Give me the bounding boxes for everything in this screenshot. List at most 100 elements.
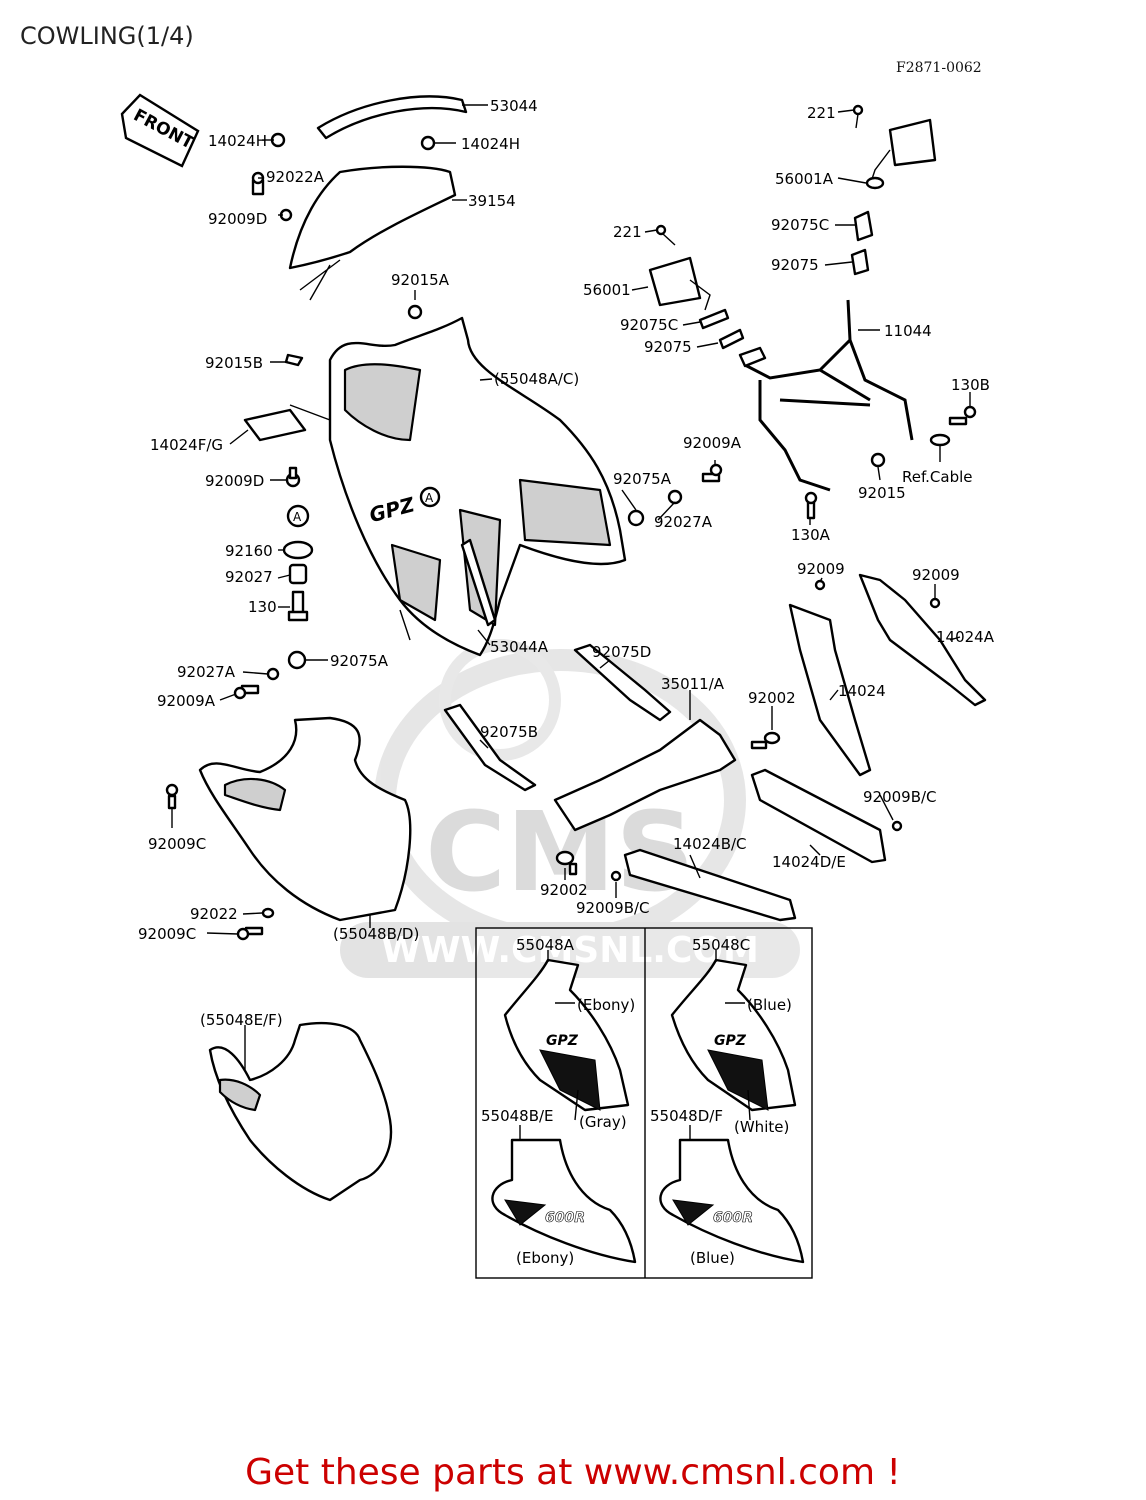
bracket-35011a [553,718,737,832]
screw-92009c-bottom [236,926,264,941]
variant-upper-left-logo: GPZ [546,1033,579,1049]
part-labels: 53044 14024H 14024H 92022A 92009D 39154 … [138,97,995,1267]
marker-a-stack: A [286,504,310,528]
screw-92009c-left [165,783,179,810]
footer-promo-link[interactable]: Get these parts at www.cmsnl.com ! [245,1452,901,1493]
washer-92022 [261,907,275,919]
variant-lower-left-logo: 600R [545,1210,585,1226]
variant-upper-right-stripe [707,1049,769,1111]
upper-cowling-inner-panel [458,508,502,627]
marker-a-stack-label: A [293,510,302,524]
watermark-url-bar [340,922,800,978]
label-221-top: 221 [807,104,836,122]
label-92027a-right: 92027A [654,513,713,531]
label-92002-right: 92002 [748,689,796,707]
variant-upper-right [670,958,797,1112]
label-56001: 56001 [583,281,631,299]
figure-id: F2871-0062 [896,60,982,76]
label-53044a: 53044A [490,638,549,656]
label-variant-upper-right-color: (Blue) [747,996,792,1014]
bracket-plate-14024fg [243,408,307,442]
damper-92075c-mid [698,308,730,330]
page-title: COWLING(1/4) [20,22,194,50]
label-variant-lower-left-part: 55048B/E [481,1107,554,1125]
label-14024: 14024 [838,682,886,700]
label-39154: 39154 [468,192,516,210]
label-92009a-left: 92009A [157,692,216,710]
label-92009c-bottom: 92009C [138,925,196,943]
label-53044: 53044 [490,97,538,115]
upper-cowling-duct [518,478,612,547]
collar-92027 [288,563,308,585]
label-92075a-right: 92075A [613,470,672,488]
windshield [288,165,457,270]
damper-92075d [573,643,672,722]
windshield-trim [316,95,468,140]
variant-upper-right-logo: GPZ [714,1033,747,1049]
trim-53044a [460,538,497,627]
leader-lines [171,104,971,1140]
label-92009c-left: 92009C [148,835,206,853]
label-92015b: 92015B [205,354,263,372]
clip-92015b [284,353,304,367]
stay-11044 [738,299,914,492]
marker-a-cowl [419,486,441,508]
variant-lower-right-logo: 600R [713,1210,753,1226]
label-92075-right: 92075 [771,256,819,274]
label-14024h-left: 14024H [208,132,267,150]
mirror-56001a [865,118,937,190]
damper-92075-right [850,248,870,276]
label-35011a: 35011/A [661,675,725,693]
label-variant-upper-left-part: 55048A [516,936,575,954]
collar-92027a-right [667,489,683,505]
lower-cowling-alt-recess [218,1078,262,1112]
ref-cable-guide [929,433,951,447]
label-92027a-left: 92027A [177,663,236,681]
label-92160: 92160 [225,542,273,560]
label-92009bc-bottom: 92009B/C [576,899,650,917]
marker-a-cowl-label: A [425,491,434,505]
variant-lower-left [491,1138,637,1264]
label-92015: 92015 [858,484,906,502]
grommet-14024h-right [420,135,436,151]
nut-92015 [870,452,886,468]
strip-14024de [750,768,887,864]
label-14024h-right: 14024H [461,135,520,153]
variant-lower-right-stripe [672,1199,715,1226]
screw-92002-right [750,731,781,750]
label-130a: 130A [791,526,831,544]
screw-92002-bottom [555,850,578,876]
watermark-face [439,639,561,761]
lower-cowling [198,716,412,922]
label-variant-upper-right-color2: (White) [734,1118,789,1136]
label-92075b: 92075B [480,723,538,741]
label-variant-upper-left-color: (Ebony) [577,996,635,1014]
screw-92009bc-right [891,820,903,832]
collar-92027a-left [266,667,280,681]
label-92009-left: 92009 [797,560,845,578]
label-92009d-top: 92009D [208,210,267,228]
label-92022: 92022 [190,905,238,923]
variant-upper-left [503,958,630,1112]
label-55048bd: (55048B/D) [333,925,419,943]
label-14024de: 14024D/E [772,853,846,871]
damper-92075c-right [853,210,874,242]
bolt-130 [287,590,309,622]
screw-92009a-right [701,463,723,483]
bolt-130a [804,491,818,520]
lower-cowling-alt [208,1021,393,1202]
label-92022a: 92022A [266,168,325,186]
label-ref-cable: Ref.Cable [902,468,973,486]
label-variant-upper-left-color2: (Gray) [579,1113,627,1131]
label-92009a-right: 92009A [683,434,742,452]
screw-92009bc-bottom [610,870,622,882]
damper-92075-mid [718,328,745,350]
damper-92075b [443,703,537,792]
lower-cowling-recess [223,777,287,812]
bolt-130b [948,405,977,426]
screw-92009d [285,466,301,488]
label-55048ac: (55048A/C) [494,370,579,388]
mirror-56001 [648,256,711,311]
screw-92009-right [929,597,941,609]
